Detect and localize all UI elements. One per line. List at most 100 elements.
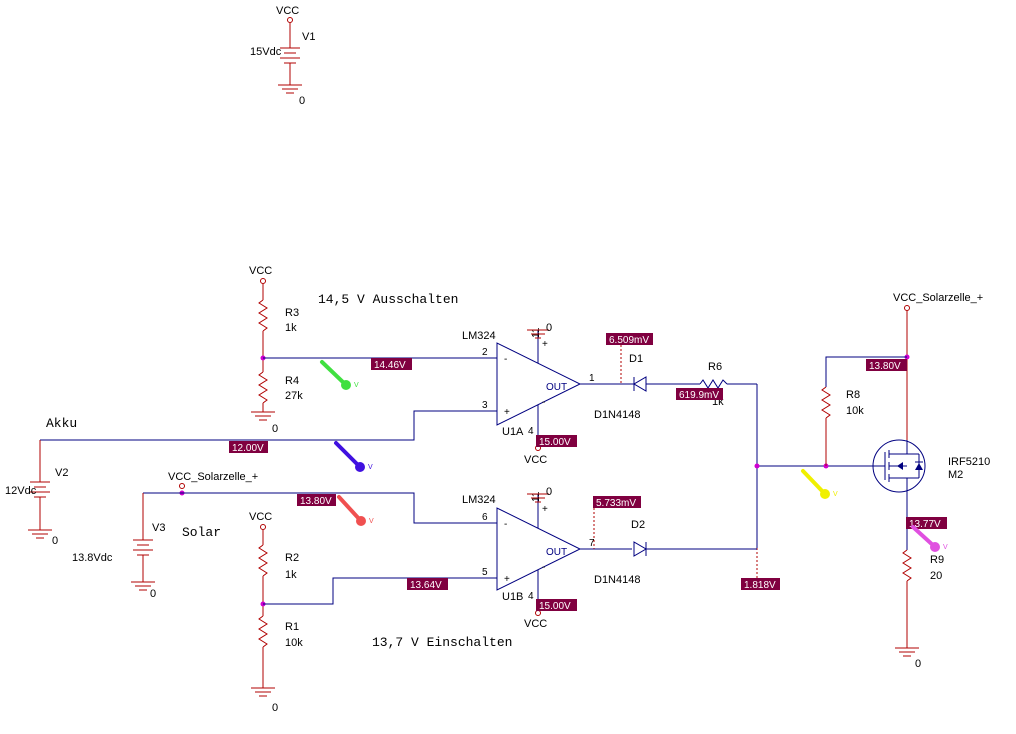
- svg-text:13.64V: 13.64V: [410, 580, 442, 591]
- v1-name: V1: [302, 31, 315, 43]
- v2-source[interactable]: V2 12Vdc 0: [5, 440, 68, 547]
- r4-value: 27k: [285, 390, 303, 402]
- d2-name: D2: [631, 519, 645, 531]
- minus-sign: -: [504, 354, 507, 365]
- wire: [143, 492, 497, 524]
- r9-name: R9: [930, 554, 944, 566]
- v3-source[interactable]: V3 13.8Vdc 0: [72, 493, 165, 600]
- svg-text:1.818V: 1.818V: [744, 580, 776, 591]
- r9-resistor[interactable]: R9 20 0: [895, 549, 944, 670]
- r8-value: 10k: [846, 405, 864, 417]
- d1-name: D1: [629, 353, 643, 365]
- v1-value: 15Vdc: [250, 46, 282, 58]
- vcc-label: VCC: [249, 265, 272, 277]
- ground-label: 0: [915, 658, 921, 670]
- d1-diode[interactable]: D1 D1N4148: [594, 353, 700, 421]
- ground-icon: [251, 411, 275, 421]
- v2-value: 12Vdc: [5, 485, 37, 497]
- u1b-name: U1B: [502, 591, 523, 603]
- r2-value: 1k: [285, 569, 297, 581]
- m2-type: IRF5210: [948, 456, 990, 468]
- plus-sign: +: [504, 574, 510, 585]
- r3-value: 1k: [285, 322, 297, 334]
- pin-2: 2: [482, 347, 488, 358]
- probe-magenta-icon[interactable]: V: [911, 525, 948, 552]
- voltage-marker-u1b-vneg: 15.00V: [536, 599, 577, 612]
- u1b-type: LM324: [462, 494, 496, 506]
- ground-label: 0: [272, 423, 278, 435]
- r3-r4-divider[interactable]: VCC 0 R3 1k R4 27k: [249, 265, 303, 435]
- svg-text:13.77V: 13.77V: [909, 519, 941, 530]
- pin-11: 11: [531, 491, 542, 502]
- vcc-label: VCC: [524, 454, 547, 466]
- r2-r1-divider[interactable]: VCC 0 R2 1k R1 10k: [249, 511, 303, 714]
- out-label: OUT: [546, 382, 567, 393]
- vcc-solar-terminal: [179, 483, 185, 489]
- probe-mark: V: [369, 518, 374, 525]
- svg-text:14.46V: 14.46V: [374, 360, 406, 371]
- plus-sign: +: [504, 407, 510, 418]
- d1-value: D1N4148: [594, 409, 640, 421]
- r8-name: R8: [846, 389, 860, 401]
- r3-name: R3: [285, 307, 299, 319]
- pin-6: 6: [482, 512, 488, 523]
- pin-7: 7: [589, 538, 595, 549]
- wire: [825, 356, 907, 387]
- vcc-solar-label: VCC_Solarzelle_+: [893, 292, 983, 304]
- svg-text:13.80V: 13.80V: [300, 496, 332, 507]
- probe-blue-icon[interactable]: V: [334, 441, 373, 472]
- r8-resistor[interactable]: R8 10k: [821, 386, 864, 466]
- ground-icon: [527, 329, 549, 339]
- vcc-label: VCC: [524, 618, 547, 630]
- vcc-solar-terminal: [904, 305, 910, 311]
- m2-mosfet[interactable]: IRF5210 M2: [872, 439, 990, 493]
- pin-4: 4: [528, 591, 534, 602]
- r1-name: R1: [285, 621, 299, 633]
- voltage-marker-solar: 13.80V: [297, 494, 336, 507]
- einschalten-note: 13,7 V Einschalten: [372, 635, 512, 650]
- pin-11: 11: [531, 327, 542, 338]
- probe-yellow-icon[interactable]: V: [801, 469, 838, 499]
- ground-label: 0: [546, 322, 552, 334]
- ground-label: 0: [52, 535, 58, 547]
- u1a-name: U1A: [502, 426, 524, 438]
- u1a-type: LM324: [462, 330, 496, 342]
- ground-icon: [131, 581, 155, 591]
- probe-red-icon[interactable]: V: [337, 495, 374, 526]
- junction-dot: [754, 463, 760, 469]
- r2-name: R2: [285, 552, 299, 564]
- r4-name: R4: [285, 375, 299, 387]
- svg-text:5.733mV: 5.733mV: [596, 498, 636, 509]
- vcc-label: VCC: [276, 5, 299, 17]
- pin-1: 1: [589, 373, 595, 384]
- voltage-marker-u1a-vneg: 15.00V: [536, 435, 577, 448]
- vcc-terminal: [287, 17, 293, 23]
- voltage-marker-r2r1: 13.64V: [407, 578, 448, 591]
- akku-label: Akku: [46, 416, 77, 431]
- v1-source[interactable]: VCC V1 15Vdc 0: [250, 5, 315, 107]
- v3-value: 13.8Vdc: [72, 552, 113, 564]
- voltage-marker-source: 13.80V: [866, 359, 907, 372]
- pin-v-plus: +: [542, 339, 548, 350]
- ground-label: 0: [150, 588, 156, 600]
- ground-label: 0: [299, 95, 305, 107]
- out-label: OUT: [546, 547, 567, 558]
- u1b-opamp[interactable]: - + 6 5 OUT LM324 U1B 11 + - 4 0 VCC: [462, 486, 582, 630]
- pin-v-minus: -: [542, 397, 545, 408]
- solar-label: Solar: [182, 525, 221, 540]
- svg-text:13.80V: 13.80V: [869, 361, 901, 372]
- u1a-opamp[interactable]: - + 2 3 OUT LM324 U1A 11 + - 4 0 VCC: [462, 322, 582, 466]
- probe-mark: V: [368, 464, 373, 471]
- voltage-marker-drain: 13.77V: [906, 517, 947, 530]
- r9-value: 20: [930, 570, 942, 582]
- probe-green-icon[interactable]: V: [320, 360, 359, 390]
- ground-icon: [895, 647, 919, 657]
- m2-name: M2: [948, 469, 963, 481]
- d2-diode[interactable]: D2 D1N4148: [594, 519, 757, 586]
- wire: [40, 410, 497, 441]
- probe-mark: V: [943, 544, 948, 551]
- ausschalten-note: 14,5 V Ausschalten: [318, 292, 458, 307]
- r1-value: 10k: [285, 637, 303, 649]
- pin-4: 4: [528, 426, 534, 437]
